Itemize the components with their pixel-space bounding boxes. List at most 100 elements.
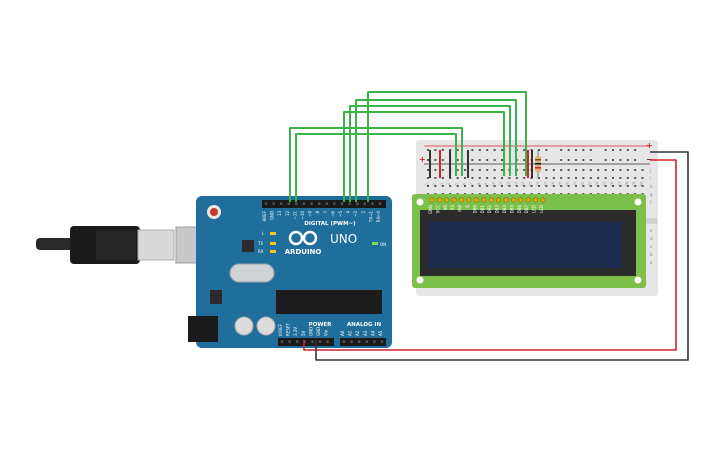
rail-hole[interactable] (501, 159, 503, 161)
terminal-hole[interactable] (589, 185, 592, 187)
rail-hole[interactable] (478, 159, 481, 161)
rail-hole[interactable] (589, 159, 592, 161)
terminal-hole[interactable] (501, 169, 503, 171)
lcd-pin[interactable] (525, 197, 531, 203)
digital-pin-hole[interactable] (371, 202, 374, 205)
rail-hole[interactable] (493, 159, 496, 161)
lcd-pin[interactable] (459, 197, 465, 203)
terminal-hole[interactable] (530, 185, 533, 187)
analog-pin-hole[interactable] (350, 340, 353, 343)
analog-pin-hole[interactable] (380, 340, 384, 343)
terminal-hole[interactable] (634, 177, 637, 179)
terminal-hole[interactable] (641, 169, 644, 171)
rail-hole[interactable] (634, 149, 637, 151)
lcd-pin[interactable] (503, 197, 509, 203)
rail-hole[interactable] (545, 159, 548, 161)
rail-hole[interactable] (634, 159, 637, 161)
rail-hole[interactable] (567, 159, 570, 161)
analog-header[interactable] (340, 338, 386, 346)
terminal-hole[interactable] (604, 185, 607, 187)
terminal-hole[interactable] (634, 185, 637, 187)
rail-hole[interactable] (434, 149, 437, 151)
power-pin-hole[interactable] (280, 340, 284, 343)
digital-pin-hole[interactable] (348, 202, 351, 205)
rail-hole[interactable] (471, 149, 474, 151)
rail-hole[interactable] (567, 149, 570, 151)
terminal-hole[interactable] (456, 177, 459, 179)
rail-hole[interactable] (560, 149, 563, 151)
lcd-pin[interactable] (496, 197, 502, 203)
power-pin-hole[interactable] (311, 340, 314, 343)
lcd-pin[interactable] (444, 197, 450, 203)
terminal-hole[interactable] (493, 177, 496, 179)
terminal-hole[interactable] (634, 169, 637, 171)
terminal-hole[interactable] (560, 185, 563, 187)
terminal-hole[interactable] (471, 169, 474, 171)
rail-hole[interactable] (626, 149, 629, 151)
digital-pin-hole[interactable] (264, 202, 268, 205)
rail-hole[interactable] (545, 149, 548, 151)
terminal-hole[interactable] (612, 177, 614, 179)
rail-hole[interactable] (612, 149, 614, 151)
terminal-hole[interactable] (567, 169, 570, 171)
terminal-hole[interactable] (582, 169, 585, 171)
digital-pin-hole[interactable] (325, 202, 328, 205)
terminal-hole[interactable] (597, 169, 600, 171)
terminal-hole[interactable] (515, 177, 518, 179)
rail-hole[interactable] (486, 159, 489, 161)
digital-pin-hole[interactable] (302, 202, 306, 205)
terminal-hole[interactable] (567, 177, 570, 179)
terminal-hole[interactable] (427, 169, 429, 171)
rail-hole[interactable] (523, 159, 526, 161)
rail-hole[interactable] (560, 159, 563, 161)
terminal-hole[interactable] (456, 185, 459, 187)
terminal-hole[interactable] (441, 169, 444, 171)
rail-hole[interactable] (441, 159, 444, 161)
terminal-hole[interactable] (538, 177, 540, 179)
terminal-hole[interactable] (486, 169, 489, 171)
terminal-hole[interactable] (604, 177, 607, 179)
terminal-hole[interactable] (434, 177, 437, 179)
terminal-hole[interactable] (464, 185, 466, 187)
rail-hole[interactable] (471, 159, 474, 161)
terminal-hole[interactable] (508, 177, 511, 179)
terminal-hole[interactable] (552, 185, 555, 187)
power-pin-hole[interactable] (296, 340, 299, 343)
digital-pin-hole[interactable] (310, 202, 313, 205)
rail-hole[interactable] (575, 149, 577, 151)
digital-pin-hole[interactable] (363, 202, 366, 205)
terminal-hole[interactable] (434, 169, 437, 171)
terminal-hole[interactable] (523, 185, 526, 187)
rail-hole[interactable] (493, 149, 496, 151)
terminal-hole[interactable] (597, 185, 600, 187)
lcd-pin[interactable] (429, 197, 435, 203)
resistor[interactable] (535, 150, 541, 178)
lcd-pin[interactable] (488, 197, 494, 203)
rail-hole[interactable] (486, 149, 489, 151)
terminal-hole[interactable] (523, 177, 526, 179)
rail-hole[interactable] (619, 149, 622, 151)
rail-hole[interactable] (523, 149, 526, 151)
analog-pin-hole[interactable] (358, 340, 361, 343)
terminal-hole[interactable] (441, 177, 444, 179)
terminal-hole[interactable] (545, 185, 548, 187)
rail-hole[interactable] (582, 159, 585, 161)
rail-hole[interactable] (427, 159, 429, 161)
lcd-pin[interactable] (510, 197, 516, 203)
terminal-hole[interactable] (427, 177, 429, 179)
terminal-hole[interactable] (501, 177, 503, 179)
terminal-hole[interactable] (545, 177, 548, 179)
digital-header[interactable] (262, 200, 386, 208)
terminal-hole[interactable] (575, 169, 577, 171)
analog-pin-hole[interactable] (342, 340, 346, 343)
terminal-hole[interactable] (619, 169, 622, 171)
terminal-hole[interactable] (449, 185, 452, 187)
terminal-hole[interactable] (508, 185, 511, 187)
terminal-hole[interactable] (515, 185, 518, 187)
digital-pin-hole[interactable] (280, 202, 283, 205)
digital-pin-hole[interactable] (272, 202, 275, 205)
terminal-hole[interactable] (626, 185, 629, 187)
terminal-hole[interactable] (478, 177, 481, 179)
